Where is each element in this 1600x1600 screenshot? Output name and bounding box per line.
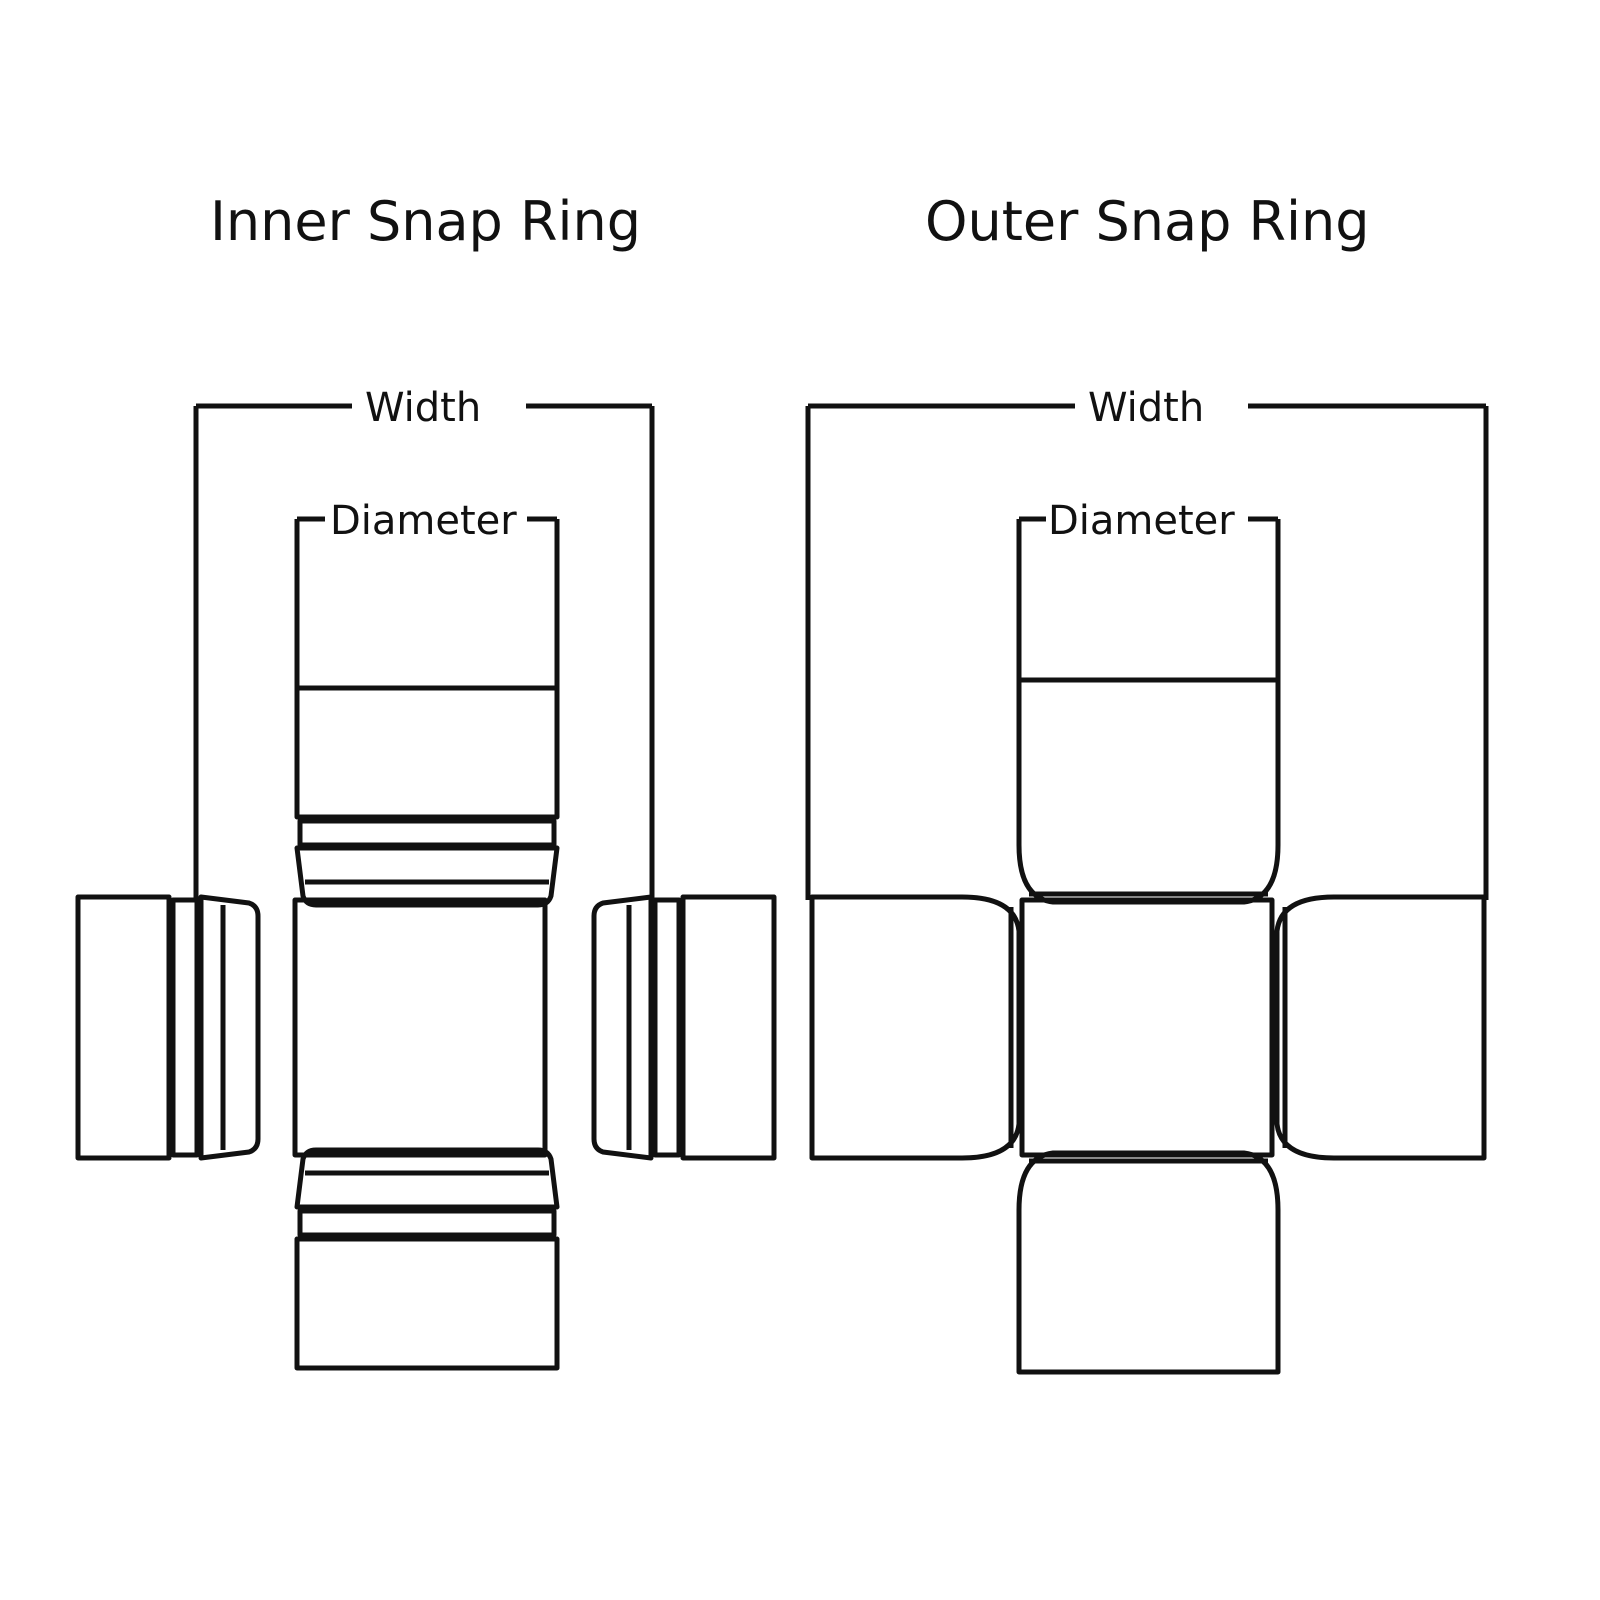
outer-bottom-bearing-cap [1016,1150,1281,1375]
inner-width-dimension [193,403,655,900]
dimension-label-width-outer: Width [1088,385,1205,431]
inner-top-trunnion [294,845,560,908]
outer-diameter-dimension [1016,516,1281,680]
panel-title-outer: Outer Snap Ring [925,190,1370,253]
outer-right-bearing-cap [1274,894,1487,1161]
dimension-label-width-inner: Width [365,385,482,431]
inner-right-bearing-cap [680,894,777,1161]
inner-right-snap-ring-band [652,897,682,1158]
outer-width-dimension [805,403,1489,900]
inner-top-bearing-cap [294,685,560,820]
inner-top-snap-ring-band [297,818,557,848]
outer-top-bearing-cap [1016,677,1281,905]
dimension-label-diameter-outer: Diameter [1048,498,1235,544]
inner-center-body [292,897,548,1158]
inner-left-trunnion [198,894,261,1161]
inner-left-snap-ring-band [170,897,200,1158]
inner-left-bearing-cap [75,894,172,1161]
inner-bottom-bearing-cap [294,1236,560,1371]
outer-center-body [1019,897,1275,1158]
inner-bottom-snap-ring-band [297,1208,557,1238]
outer-left-bearing-cap [809,894,1022,1161]
panel-title-inner: Inner Snap Ring [210,190,642,253]
inner-bottom-trunnion [294,1147,560,1210]
inner-diameter-dimension [294,516,560,688]
inner-right-trunnion [591,894,654,1161]
dimension-label-diameter-inner: Diameter [330,498,517,544]
